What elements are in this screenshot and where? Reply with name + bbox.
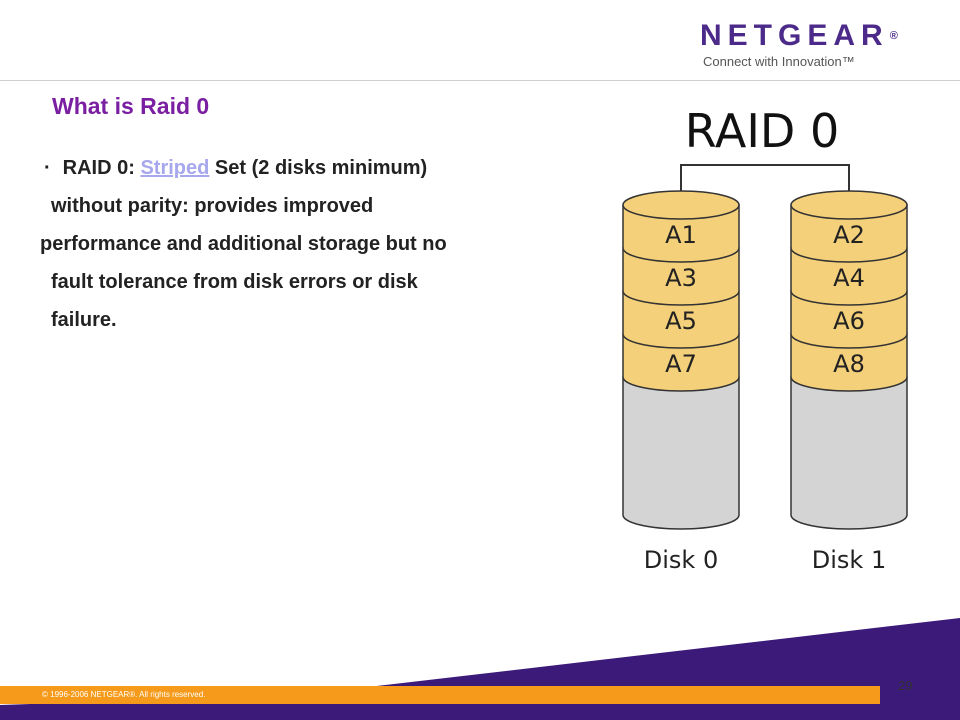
data-block	[790, 333, 908, 392]
data-block	[622, 290, 740, 349]
data-block	[622, 333, 740, 392]
data-block	[790, 204, 908, 263]
block-label: A2	[833, 221, 865, 249]
page-number: 29	[898, 678, 913, 693]
disk-label: Disk 1	[812, 546, 886, 574]
body-line: fault tolerance from disk errors or disk	[51, 271, 418, 293]
disk-label: Disk 0	[644, 546, 718, 574]
bullet-icon: ·	[44, 157, 51, 179]
disk-body	[622, 376, 740, 530]
body-line: performance and additional storage but n…	[40, 233, 447, 255]
bullet-line: ·RAID 0: Striped Set (2 disks minimum)	[44, 157, 428, 179]
block-label: A3	[665, 264, 697, 292]
slide-title: What is Raid 0	[52, 93, 210, 119]
netgear-logo: NETGEAR® Connect with Innovation™	[700, 19, 898, 70]
disk-body	[790, 376, 908, 530]
data-block	[622, 247, 740, 306]
data-block	[790, 247, 908, 306]
block-label: A4	[833, 264, 865, 292]
body-line: failure.	[51, 309, 117, 331]
footer-orange-band	[0, 686, 880, 704]
header-divider	[0, 80, 960, 81]
disk-top	[622, 190, 740, 220]
block-label: A1	[665, 221, 697, 249]
footer-purple-band	[0, 618, 960, 720]
logo-wordmark: NETGEAR®	[700, 19, 898, 52]
block-label: A6	[833, 307, 865, 335]
diagram-title: RAID 0	[685, 104, 839, 158]
striped-link[interactable]: Striped	[140, 157, 210, 179]
logo-tagline: Connect with Innovation™	[703, 54, 855, 69]
copyright-text: © 1996-2006 NETGEAR®. All rights reserve…	[42, 690, 206, 699]
stripe-connector	[680, 164, 850, 205]
disk-top	[790, 190, 908, 220]
data-block	[622, 204, 740, 263]
body-line: without parity: provides improved	[51, 195, 374, 217]
block-label: A5	[665, 307, 697, 335]
block-label: A8	[833, 350, 865, 378]
block-label: A7	[665, 350, 697, 378]
data-block	[790, 290, 908, 349]
body-text: ·RAID 0: Striped Set (2 disks minimum) w…	[40, 149, 600, 339]
